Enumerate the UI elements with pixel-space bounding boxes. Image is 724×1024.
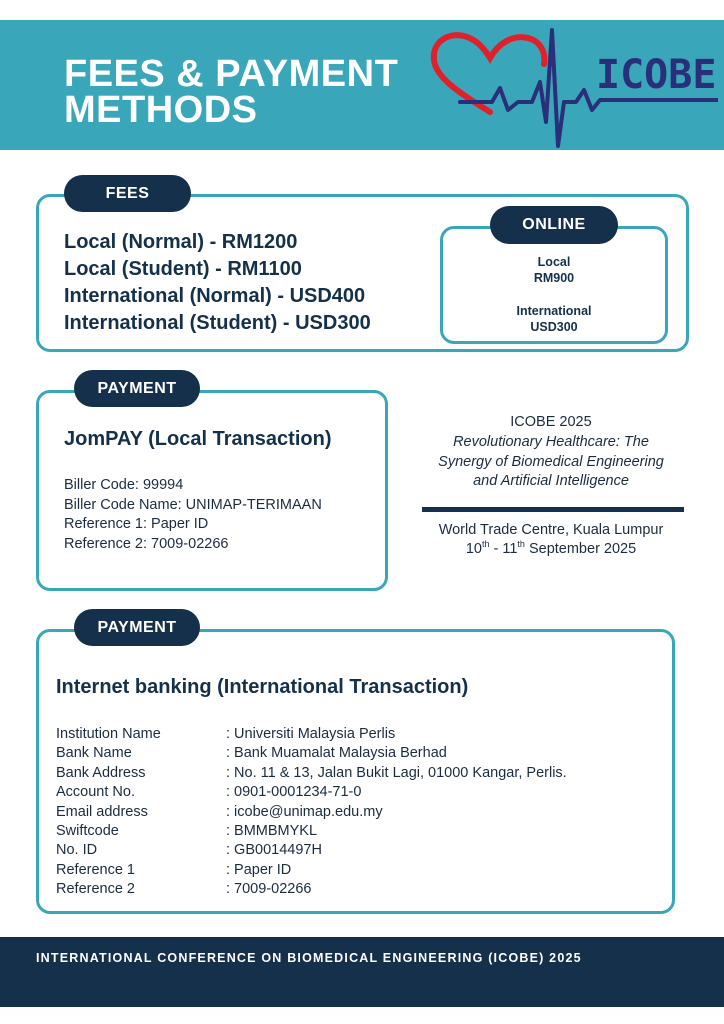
date-end-suffix: th bbox=[517, 539, 525, 550]
jompay-card bbox=[36, 390, 388, 591]
date-start-suffix: th bbox=[481, 539, 490, 550]
fee-intl-student: International (Student) - USD300 bbox=[64, 312, 371, 334]
bank-row-value: : Bank Muamalat Malaysia Berhad bbox=[226, 745, 447, 762]
jompay-details: Biller Code: 99994 Biller Code Name: UNI… bbox=[64, 476, 322, 554]
bank-row-label: No. ID bbox=[56, 842, 98, 859]
bank-row-label: Email address bbox=[56, 803, 148, 820]
online-local-label: Local bbox=[537, 255, 571, 269]
internet-banking-title: Internet banking (International Transact… bbox=[56, 676, 469, 698]
online-local-value: RM900 bbox=[533, 271, 575, 285]
payment-label-local: PAYMENT bbox=[74, 370, 200, 407]
bank-row-value: : BMMBMYKL bbox=[226, 822, 318, 839]
event-theme-line1: Revolutionary Healthcare: The bbox=[453, 434, 649, 450]
payment-label-intl: PAYMENT bbox=[74, 609, 200, 646]
page-title: FEES & PAYMENT METHODS bbox=[64, 53, 399, 131]
page-footer bbox=[0, 937, 724, 1007]
date-end-day: 11 bbox=[502, 541, 518, 557]
event-date: 10th - 11th September 2025 bbox=[420, 539, 682, 557]
event-theme-line3: and Artificial Intelligence bbox=[473, 473, 629, 489]
bank-row-value: : 7009-02266 bbox=[226, 881, 312, 898]
bank-row-value: : icobe@unimap.edu.my bbox=[226, 803, 383, 820]
fee-intl-normal: International (Normal) - USD400 bbox=[64, 285, 366, 307]
footer-text: INTERNATIONAL CONFERENCE ON BIOMEDICAL E… bbox=[36, 951, 582, 965]
event-theme-line2: Synergy of Biomedical Engineering bbox=[438, 453, 664, 470]
event-name: ICOBE 2025 bbox=[510, 414, 592, 430]
icobe-logo: ICOBE bbox=[430, 28, 718, 148]
heartbeat-line-icon bbox=[458, 28, 718, 148]
date-start-day: 10 bbox=[465, 541, 482, 557]
bank-row-value: : GB0014497H bbox=[226, 842, 322, 859]
date-rest: September 2025 bbox=[524, 541, 637, 557]
date-separator: - bbox=[489, 541, 503, 557]
event-venue: World Trade Centre, Kuala Lumpur bbox=[438, 522, 664, 538]
fees-list: Local (Normal) - RM1200 Local (Student) … bbox=[64, 229, 371, 337]
bank-row-label: Reference 2 bbox=[56, 881, 135, 898]
online-intl-label: International bbox=[516, 304, 592, 318]
bank-row-value: : Paper ID bbox=[226, 861, 292, 878]
bank-row-label: Swiftcode bbox=[56, 822, 119, 839]
jompay-biller-code: Biller Code: 99994 bbox=[64, 477, 184, 493]
event-theme: Revolutionary Healthcare: The Synergy of… bbox=[420, 433, 682, 492]
jompay-biller-name: Biller Code Name: UNIMAP-TERIMAAN bbox=[64, 496, 322, 513]
bank-row-label: Bank Address bbox=[56, 764, 146, 781]
bank-row-label: Account No. bbox=[56, 784, 135, 801]
fee-local-student: Local (Student) - RM1100 bbox=[64, 258, 302, 280]
logo-text: ICOBE bbox=[596, 52, 716, 98]
bank-row-label: Bank Name bbox=[56, 745, 132, 762]
header-band bbox=[0, 20, 724, 150]
online-intl-value: USD300 bbox=[530, 320, 578, 334]
page-title-line2: METHODS bbox=[64, 89, 258, 131]
bank-row-label: Institution Name bbox=[56, 726, 161, 742]
internet-banking-card bbox=[36, 629, 675, 914]
bank-row-value: : No. 11 & 13, Jalan Bukit Lagi, 01000 K… bbox=[226, 764, 567, 781]
jompay-reference-1: Reference 1: Paper ID bbox=[64, 516, 209, 532]
divider bbox=[422, 507, 684, 512]
heart-icon bbox=[430, 32, 548, 115]
page-header: FEES & PAYMENT METHODS ICOBE bbox=[0, 0, 724, 150]
fees-label: FEES bbox=[64, 175, 191, 212]
online-label: ONLINE bbox=[490, 206, 618, 244]
bank-row-value: : Universiti Malaysia Perlis bbox=[226, 726, 396, 742]
jompay-title: JomPAY (Local Transaction) bbox=[64, 428, 332, 450]
bank-row-value: : 0901-0001234-71-0 bbox=[226, 784, 362, 801]
page-title-line1: FEES & PAYMENT bbox=[64, 53, 399, 95]
bank-row-label: Reference 1 bbox=[56, 861, 135, 878]
jompay-reference-2: Reference 2: 7009-02266 bbox=[64, 535, 229, 552]
fee-local-normal: Local (Normal) - RM1200 bbox=[64, 231, 298, 253]
